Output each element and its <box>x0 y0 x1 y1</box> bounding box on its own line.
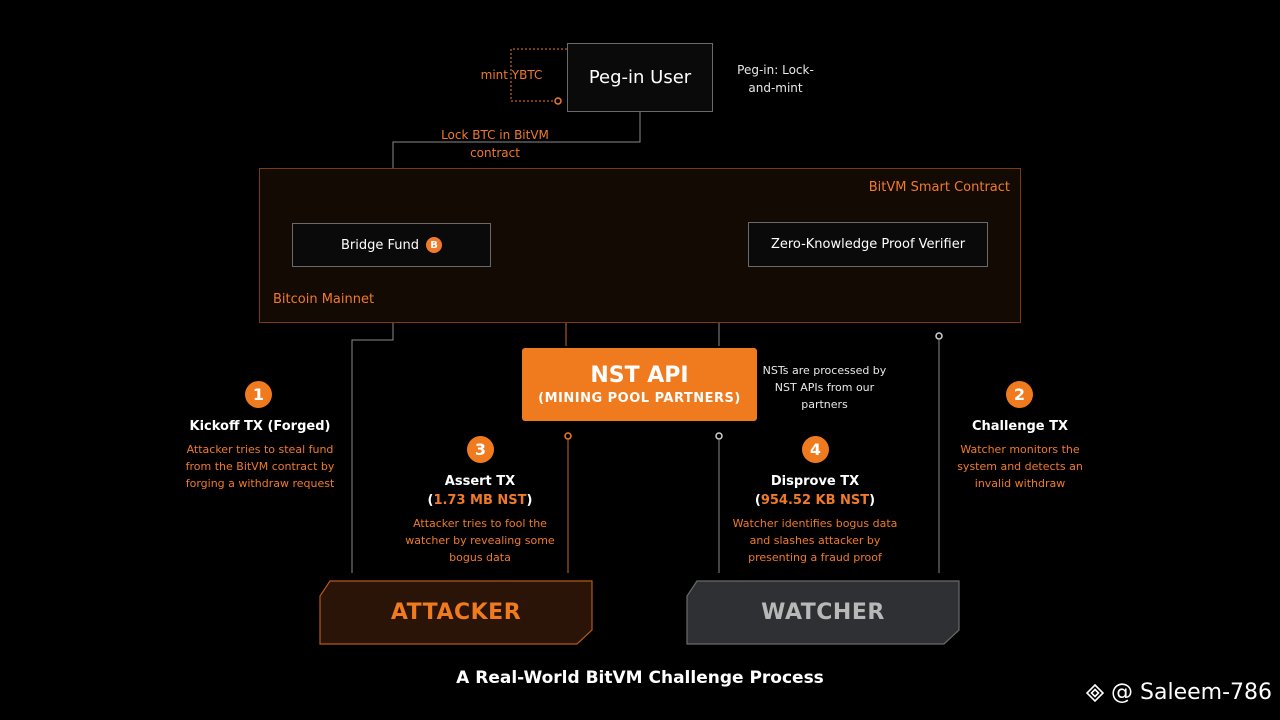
watermark: @ Saleem-786 <box>1085 680 1272 705</box>
step-3-title: Assert TX <box>444 474 516 489</box>
bridge-fund-node: Bridge Fund B <box>292 223 491 267</box>
peg-in-user-label: Peg-in User <box>588 67 692 88</box>
nst-api-node: NST API (MINING POOL PARTNERS) <box>522 348 757 421</box>
nst-api-title: NST API <box>590 363 689 388</box>
nst-api-note: NSTs are processed by NST APIs from our … <box>762 364 887 411</box>
network-label: Bitcoin Mainnet <box>273 292 375 307</box>
step-2-title: Challenge TX <box>971 419 1069 434</box>
peg-in-note: Peg-in: Lock-and-mint <box>737 63 814 95</box>
zk-verifier-label: Zero-Knowledge Proof Verifier <box>770 237 966 252</box>
contract-title: BitVM Smart Contract <box>868 180 1010 195</box>
step-4-size: (954.52 KB NST) <box>754 493 876 508</box>
step-2-badge: 2 <box>1006 381 1033 408</box>
mint-ybtc-label: mint YBTC <box>480 68 543 82</box>
watermark-text: @ Saleem-786 <box>1111 680 1272 705</box>
step-4-description: Watcher identifies bogus data and slashe… <box>732 517 898 564</box>
step-3-size: (1.73 MB NST) <box>427 493 533 508</box>
attacker-node: ATTACKER <box>390 600 522 625</box>
step-4-badge: 4 <box>802 436 829 463</box>
nst-api-subtitle: (MINING POOL PARTNERS) <box>538 391 741 406</box>
diagram-caption: A Real-World BitVM Challenge Process <box>456 668 824 688</box>
lock-btc-label: Lock BTC in BitVM contract <box>441 128 549 160</box>
step-1-badge: 1 <box>245 381 272 408</box>
bridge-fund-label: Bridge Fund <box>340 237 419 253</box>
binance-square-icon <box>1085 683 1105 702</box>
watcher-node: WATCHER <box>761 600 885 625</box>
step-4-title: Disprove TX <box>770 474 860 489</box>
step-1-title: Kickoff TX (Forged) <box>189 419 331 434</box>
step-1-description: Attacker tries to steal fund from the Bi… <box>185 443 335 490</box>
step-2-description: Watcher monitors the system and detects … <box>957 443 1083 490</box>
step-3-badge: 3 <box>467 436 494 463</box>
zk-verifier-node: Zero-Knowledge Proof Verifier <box>748 222 988 267</box>
peg-in-user-node: Peg-in User <box>567 43 713 112</box>
bitcoin-icon: B <box>426 237 442 253</box>
step-3-description: Attacker tries to fool the watcher by re… <box>405 517 555 564</box>
